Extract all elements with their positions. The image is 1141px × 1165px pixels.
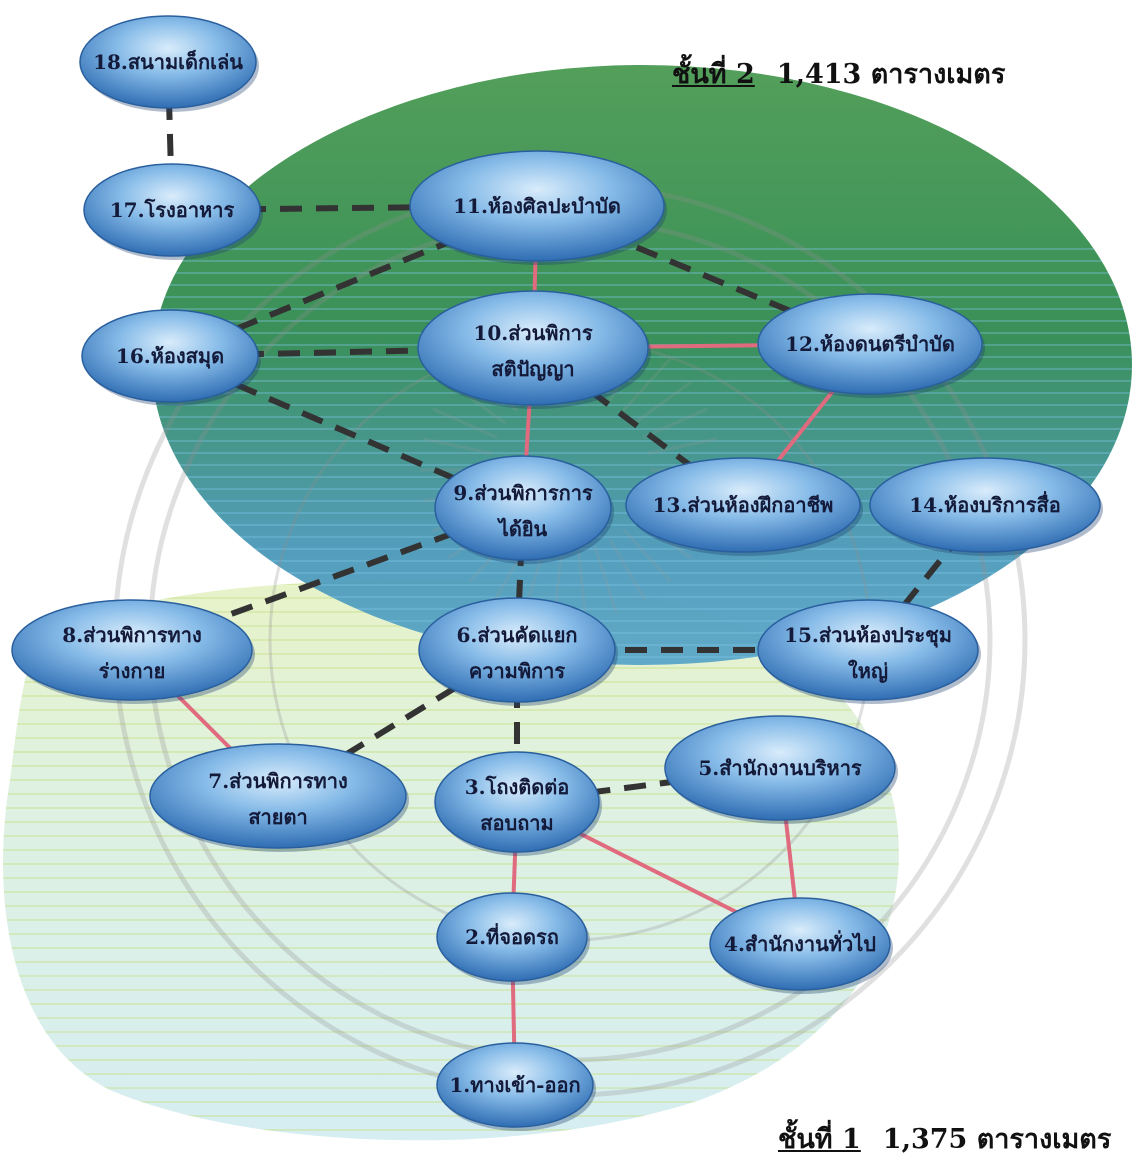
seal-ray (608, 538, 647, 601)
node-label-line: สายตา (248, 805, 307, 829)
node-n4: 4.สำนักงานทั่วไป (709, 897, 893, 994)
seal-ray (633, 380, 693, 425)
seal-ray (647, 437, 718, 455)
node-label-line: ใหญ่ (848, 659, 888, 683)
node-ellipse (434, 455, 612, 561)
node-label-line: ความพิการ (469, 659, 566, 683)
floor-2-label: ชั้นที่ 2 1,413 ตารางเมตร (672, 52, 1005, 95)
node-label-line: 5.สำนักงานบริหาร (698, 756, 862, 780)
node-n1: 1.ทางเข้า-ออก (436, 1042, 596, 1131)
node-label-line: 11.ห้องศิลปะบำบัด (453, 194, 621, 218)
node-ellipse (869, 457, 1101, 553)
node-ellipse (757, 599, 979, 701)
node-label-line: 16.ห้องสมุด (116, 344, 224, 369)
node-n17: 17.โรงอาหาร (83, 163, 263, 260)
node-ellipse (149, 743, 407, 849)
node-label-line: 13.ส่วนห้องฝึกอาชีพ (653, 493, 834, 517)
node-ellipse (418, 597, 616, 703)
node-label-line: ได้ยิน (497, 517, 548, 541)
node-label-line: 7.ส่วนพิการทาง (208, 769, 347, 793)
node-n13: 13.ส่วนห้องฝึกอาชีพ (625, 457, 863, 556)
node-label-line: 10.ส่วนพิการ (473, 321, 592, 345)
node-label-line: สติปัญญา (491, 357, 574, 381)
edge-n16-n9 (168, 353, 525, 511)
node-ellipse (436, 1042, 594, 1128)
node-ellipse (79, 15, 257, 109)
node-label-line: 1.ทางเข้า-ออก (449, 1073, 580, 1097)
node-label-line: 14.ห้องบริการสื่อ (909, 490, 1061, 517)
seal-ray (432, 407, 498, 439)
node-n16: 16.ห้องสมุด (81, 309, 261, 406)
node-ellipse (757, 293, 983, 395)
node-ellipse (664, 715, 896, 821)
node-label-line: 12.ห้องดนตรีบำบัด (785, 332, 955, 356)
node-ellipse (625, 457, 861, 553)
node-label-line: 18.สนามเด็กเล่น (93, 49, 243, 74)
node-ellipse (709, 897, 891, 991)
node-label-line: 15.ส่วนห้องประชุม (784, 623, 952, 648)
seal-ray (622, 528, 672, 583)
node-label-line: 6.ส่วนคัดแยก (456, 623, 577, 647)
node-label-line: 17.โรงอาหาร (110, 198, 235, 222)
node-n14: 14.ห้องบริการสื่อ (869, 457, 1103, 556)
floor-2-number: ชั้นที่ 2 (672, 59, 755, 90)
floor-1-label: ชั้นที่ 1 1,375 ตารางเมตร (778, 1117, 1111, 1160)
node-label-line: สอบถาม (480, 811, 553, 835)
node-n11: 11.ห้องศิลปะบำบัด (409, 150, 667, 265)
floor-1-area: 1,375 ตารางเมตร (882, 1124, 1112, 1155)
seal-ray (422, 437, 493, 455)
node-ellipse (409, 150, 665, 262)
node-label-line: 4.สำนักงานทั่วไป (724, 929, 876, 956)
node-ellipse (83, 163, 261, 257)
node-n2: 2.ที่จอดรถ (436, 892, 590, 985)
node-label-line: 9.ส่วนพิการการ (453, 481, 593, 505)
floor-2-area: 1,413 ตารางเมตร (776, 59, 1006, 90)
seal-ray (593, 545, 618, 614)
node-label-line: 2.ที่จอดรถ (465, 922, 559, 949)
seal-ray (622, 357, 672, 412)
node-label-line: 3.โถงติดต่อ (465, 775, 569, 799)
node-ellipse (417, 290, 649, 406)
node-n12: 12.ห้องดนตรีบำบัด (757, 293, 985, 398)
node-ellipse (434, 751, 600, 853)
node-label-line: ร่างกาย (99, 659, 166, 683)
seal-ray (576, 549, 588, 620)
node-n18: 18.สนามเด็กเล่น (79, 15, 259, 112)
node-n5: 5.สำนักงานบริหาร (664, 715, 898, 824)
seal-ray (642, 407, 708, 439)
floor-1-number: ชั้นที่ 1 (778, 1124, 861, 1155)
node-ellipse (81, 309, 259, 403)
node-label-line: 8.ส่วนพิการทาง (62, 623, 201, 647)
node-ellipse (11, 599, 253, 701)
room-nodes: 1.ทางเข้า-ออก 2.ที่จอดรถ 3.โถงติดต่อสอบถาม… (11, 15, 1103, 1131)
node-ellipse (436, 892, 588, 982)
